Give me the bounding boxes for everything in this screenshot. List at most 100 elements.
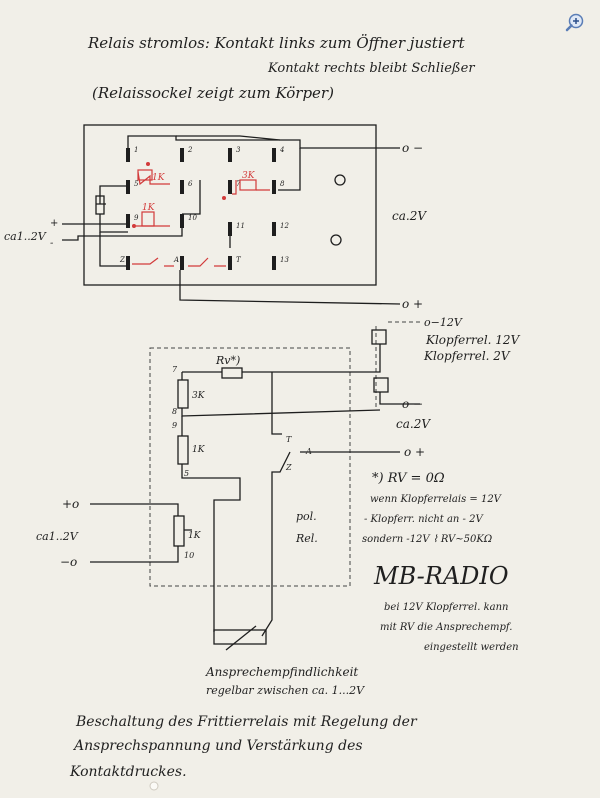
wire bbox=[176, 135, 281, 141]
pin-Z: Z bbox=[285, 463, 292, 472]
note-line-5: mit RV die Ansprechempf. bbox=[380, 622, 512, 633]
pin-A: A bbox=[305, 447, 312, 456]
socket-pins bbox=[126, 148, 276, 270]
relay-socket-box bbox=[83, 124, 377, 286]
note-line-6: eingestellt werden bbox=[424, 642, 519, 653]
socket-hole bbox=[330, 234, 342, 246]
wire bbox=[99, 232, 128, 267]
heading-line-2: Kontakt rechts bleibt Schließer bbox=[267, 61, 475, 76]
brand-text: MB-RADIO bbox=[373, 562, 509, 590]
pin-9: 9 bbox=[172, 421, 177, 430]
red-parts bbox=[132, 162, 270, 267]
output2-minus: o − bbox=[402, 397, 423, 411]
footer-line-3: Kontaktdruckes. bbox=[69, 764, 187, 780]
pin-label: 2 bbox=[187, 146, 193, 154]
pin-T: T bbox=[286, 435, 292, 444]
input-plus-label: + bbox=[50, 218, 58, 229]
pin-label: 5 bbox=[134, 180, 139, 188]
sensitivity-line-2: regelbar zwischen ca. 1...2V bbox=[206, 684, 365, 697]
label-red-1k-b: 1K bbox=[142, 203, 156, 213]
label-rv: Rv*) bbox=[215, 354, 240, 367]
note-line-1: wenn Klopferrelais = 12V bbox=[370, 494, 503, 505]
pin-label: 1 bbox=[134, 146, 138, 154]
output2-plus: o + bbox=[404, 445, 425, 459]
pin-label: 4 bbox=[279, 146, 284, 154]
pin-label: A bbox=[173, 256, 179, 264]
wire bbox=[179, 270, 401, 305]
pol-rel-line-1: pol. bbox=[296, 510, 317, 523]
pin-label: 13 bbox=[280, 256, 289, 264]
pin-label: T bbox=[236, 256, 242, 264]
note-line-3: sondern -12V ⌇ RV~50KΩ bbox=[362, 534, 492, 545]
pin-8: 8 bbox=[172, 407, 177, 416]
pol-rel-line-2: Rel. bbox=[295, 532, 318, 545]
label-1k-input: 1K bbox=[188, 531, 202, 541]
socket-hole bbox=[334, 174, 346, 186]
label-red-3k: 3K bbox=[242, 171, 256, 181]
pin-5: 5 bbox=[184, 469, 189, 478]
input2-plus: +o bbox=[62, 497, 79, 511]
input-voltage-label: ca1..2V bbox=[4, 230, 47, 243]
input-wire-2 bbox=[90, 503, 192, 563]
label-1k: 1K bbox=[192, 445, 206, 455]
input-wire bbox=[62, 223, 183, 241]
klopf-relay-dashed bbox=[375, 321, 420, 410]
note-line-2: - Klopferr. nicht an - 2V bbox=[364, 514, 484, 525]
red-contacts bbox=[132, 257, 226, 267]
pin-label: 12 bbox=[280, 222, 289, 230]
pin-label: 11 bbox=[236, 222, 245, 230]
pin-label: 6 bbox=[188, 180, 193, 188]
potentiometer-wiper bbox=[225, 625, 257, 651]
pin-label: 8 bbox=[280, 180, 285, 188]
resistor-1k-input bbox=[173, 515, 185, 547]
note-rv: *) RV = 0Ω bbox=[372, 471, 445, 486]
wire bbox=[96, 185, 128, 233]
pin-10: 10 bbox=[184, 551, 194, 560]
trimmer-resistor bbox=[95, 195, 105, 215]
pin-label: 3 bbox=[236, 146, 241, 154]
pin-label: 9 bbox=[134, 214, 139, 222]
punch-hole bbox=[149, 781, 159, 791]
note-line-4: bei 12V Klopferrel. kann bbox=[384, 602, 508, 613]
output-minus: o − bbox=[402, 141, 423, 155]
sensitivity-line-1: Ansprechempfindlichkeit bbox=[205, 665, 358, 679]
label-red-1k: 1K bbox=[152, 173, 166, 183]
output-plus: o + bbox=[402, 297, 423, 311]
wire bbox=[261, 392, 420, 637]
label-klopf-2v: Klopferrel. 2V bbox=[423, 349, 511, 363]
pin-label: Z bbox=[119, 256, 125, 264]
footer-line-1: Beschaltung des Frittierrelais mit Regel… bbox=[75, 714, 418, 730]
zoom-in-button[interactable] bbox=[564, 12, 586, 34]
pin-label: 10 bbox=[188, 214, 197, 222]
potentiometer bbox=[213, 629, 267, 645]
heading-line-1: Relais stromlos: Kontakt links zum Öffne… bbox=[87, 34, 466, 52]
label-minus-12v: o−12V bbox=[424, 316, 463, 329]
wire bbox=[182, 344, 381, 435]
wire bbox=[181, 416, 241, 632]
wire bbox=[182, 180, 231, 248]
label-3k: 3K bbox=[192, 391, 206, 401]
resistor-red-1k bbox=[137, 169, 153, 181]
output2-voltage: ca.2V bbox=[396, 417, 431, 431]
input2-voltage: ca1..2V bbox=[36, 530, 79, 543]
klopf-relay-2v bbox=[373, 377, 389, 393]
pin-label: 7 bbox=[236, 180, 241, 188]
heading-line-3: (Relaissockel zeigt zum Körper) bbox=[92, 84, 334, 102]
resistor-red-1k-b bbox=[141, 211, 155, 227]
input2-minus: −o bbox=[60, 555, 77, 569]
label-klopf-12v: Klopferrel. 12V bbox=[425, 333, 521, 347]
output-voltage: ca.2V bbox=[392, 209, 427, 223]
resistor-1k bbox=[177, 435, 189, 465]
input-minus-label: - bbox=[50, 238, 54, 249]
klopf-relay-12v bbox=[371, 329, 387, 345]
resistor-red-3k bbox=[239, 179, 257, 191]
footer-line-2: Ansprechspannung und Verstärkung des bbox=[72, 738, 363, 754]
resistor-3k bbox=[177, 379, 189, 409]
wire bbox=[278, 148, 301, 191]
zoom-in-icon bbox=[565, 13, 584, 32]
resistor-rv bbox=[221, 367, 243, 379]
relay-outline-dashed bbox=[149, 347, 351, 587]
pin-7: 7 bbox=[172, 365, 178, 374]
